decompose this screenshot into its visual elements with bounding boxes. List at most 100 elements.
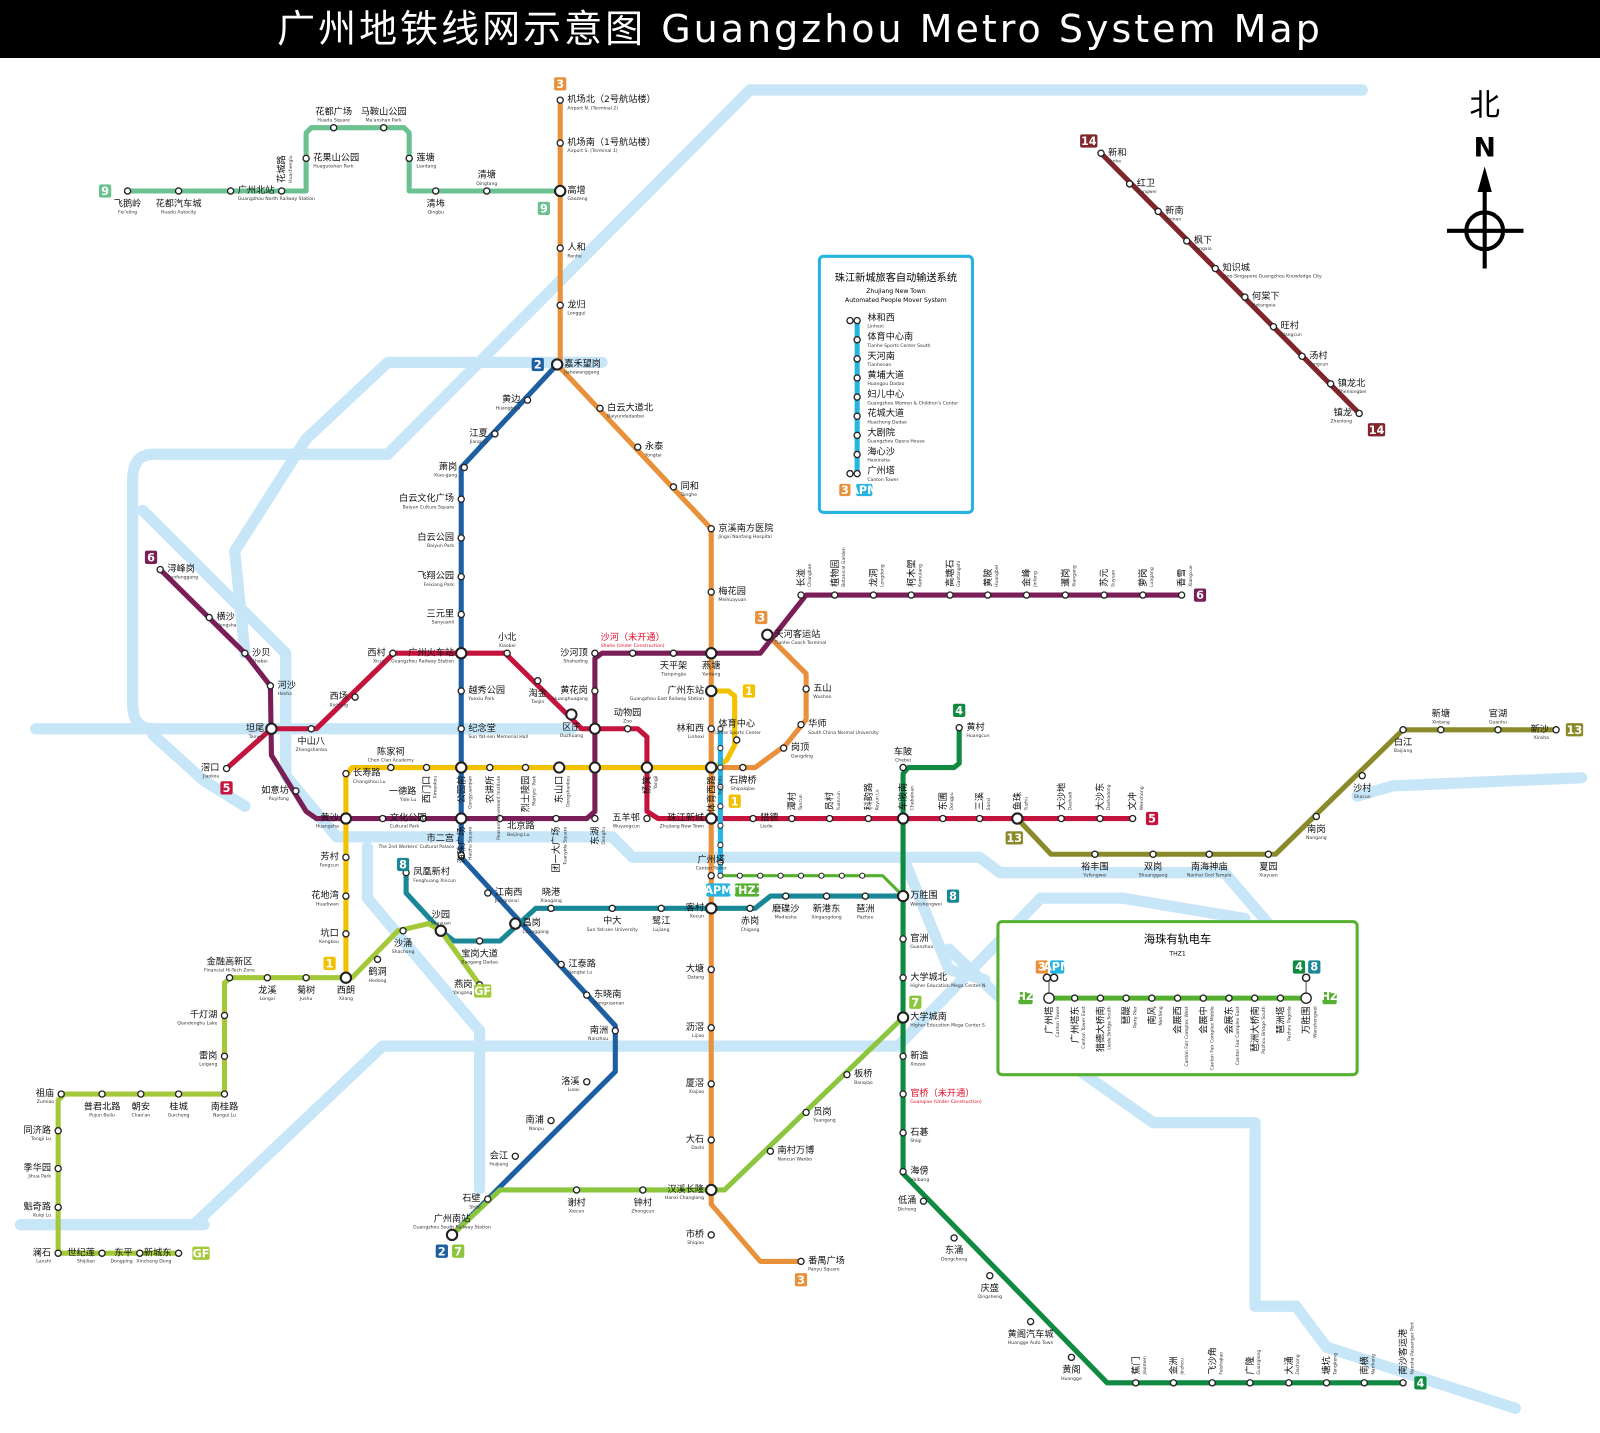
station-marker[interactable] — [342, 853, 350, 862]
station-marker[interactable] — [946, 591, 954, 599]
station-marker[interactable] — [1208, 1379, 1216, 1387]
station-marker[interactable] — [1022, 591, 1031, 599]
station-marker[interactable] — [491, 430, 499, 438]
station-marker[interactable] — [137, 1090, 145, 1098]
station-marker[interactable] — [405, 154, 413, 163]
station-marker[interactable] — [547, 904, 555, 913]
station-marker[interactable] — [707, 1024, 715, 1032]
station-marker[interactable] — [955, 724, 963, 732]
station-marker[interactable] — [843, 1070, 851, 1079]
station-marker[interactable] — [557, 960, 565, 969]
apm-station-marker[interactable] — [717, 842, 724, 849]
station-marker[interactable] — [1326, 380, 1335, 388]
station-marker[interactable] — [422, 763, 431, 772]
line-badge-5[interactable]: 5 — [220, 781, 233, 795]
tram-station-marker[interactable] — [797, 872, 805, 879]
station-marker[interactable] — [611, 1027, 620, 1035]
station-marker[interactable] — [733, 736, 741, 744]
station-marker[interactable] — [1091, 850, 1099, 858]
station-marker[interactable] — [797, 720, 805, 729]
station-marker[interactable] — [373, 955, 382, 964]
line-badge-14[interactable]: 14 — [1367, 423, 1386, 437]
station-marker[interactable] — [389, 649, 397, 657]
station-marker[interactable] — [54, 1127, 62, 1135]
station-marker[interactable] — [1011, 812, 1024, 825]
station-marker[interactable] — [457, 851, 465, 859]
station-marker[interactable] — [975, 814, 984, 823]
apm-station-marker[interactable] — [717, 783, 724, 790]
station-marker[interactable] — [496, 814, 504, 823]
station-marker[interactable] — [788, 814, 796, 823]
station-marker[interactable] — [1360, 1379, 1369, 1387]
station-marker[interactable] — [339, 971, 353, 984]
station-marker[interactable] — [797, 591, 805, 599]
line-badge-2[interactable]: 2 — [435, 1244, 448, 1259]
station-marker[interactable] — [419, 814, 428, 823]
apm-station-marker[interactable] — [717, 872, 724, 879]
station-marker[interactable] — [1552, 726, 1560, 734]
station-marker[interactable] — [1096, 814, 1104, 823]
station-marker[interactable] — [307, 725, 315, 733]
tram-station-marker[interactable] — [736, 872, 743, 879]
line-badge-1[interactable]: 1 — [728, 794, 741, 809]
station-marker[interactable] — [588, 722, 602, 735]
apm-station-marker[interactable] — [717, 725, 724, 732]
station-marker[interactable] — [640, 761, 654, 774]
station-marker[interactable] — [556, 301, 564, 309]
station-marker[interactable] — [707, 1080, 715, 1088]
tram-station-marker[interactable] — [838, 872, 845, 879]
station-marker[interactable] — [588, 761, 602, 774]
tram-station-marker[interactable] — [859, 872, 866, 879]
station-marker[interactable] — [1285, 1379, 1293, 1387]
line-badge-13[interactable]: 13 — [1565, 723, 1584, 737]
station-marker[interactable] — [1399, 726, 1407, 734]
station-marker[interactable] — [628, 649, 637, 657]
station-marker[interactable] — [266, 682, 275, 690]
station-marker[interactable] — [1026, 1317, 1035, 1326]
station-marker[interactable] — [156, 565, 164, 574]
station-marker[interactable] — [707, 965, 715, 974]
station-marker[interactable] — [707, 1136, 715, 1144]
station-marker[interactable] — [1399, 1379, 1407, 1387]
station-marker[interactable] — [739, 763, 747, 772]
apm-station-marker[interactable] — [717, 764, 724, 771]
station-marker[interactable] — [797, 1257, 805, 1266]
station-marker[interactable] — [1241, 293, 1249, 301]
station-marker[interactable] — [339, 812, 353, 825]
station-marker[interactable] — [225, 974, 234, 982]
station-marker[interactable] — [342, 892, 350, 900]
line-badge-gf[interactable]: GF — [473, 984, 492, 998]
station-marker[interactable] — [220, 1052, 229, 1061]
station-marker[interactable] — [457, 725, 465, 733]
station-marker[interactable] — [705, 761, 718, 774]
station-marker[interactable] — [1312, 812, 1321, 821]
station-marker[interactable] — [552, 814, 560, 823]
station-marker[interactable] — [521, 763, 530, 772]
station-marker[interactable] — [1298, 352, 1306, 361]
line-badge-2[interactable]: 2 — [531, 357, 544, 372]
station-marker[interactable] — [1177, 591, 1186, 599]
station-marker[interactable] — [899, 1167, 907, 1176]
station-marker[interactable] — [378, 814, 387, 823]
station-marker[interactable] — [484, 1195, 492, 1203]
station-marker[interactable] — [830, 591, 839, 599]
station-marker[interactable] — [457, 610, 465, 619]
station-marker[interactable] — [707, 1231, 715, 1239]
station-marker[interactable] — [705, 1183, 718, 1197]
station-marker[interactable] — [277, 187, 286, 195]
station-marker[interactable] — [1057, 814, 1065, 823]
station-marker[interactable] — [57, 1090, 65, 1098]
line-badge-13[interactable]: 13 — [1005, 831, 1023, 845]
station-marker[interactable] — [583, 1078, 591, 1086]
station-marker[interactable] — [431, 187, 440, 195]
station-marker[interactable] — [1139, 591, 1147, 599]
station-marker[interactable] — [1437, 726, 1445, 734]
station-marker[interactable] — [1061, 591, 1070, 599]
station-marker[interactable] — [986, 1271, 994, 1280]
station-marker[interactable] — [984, 591, 992, 599]
station-marker[interactable] — [486, 763, 494, 772]
station-marker[interactable] — [205, 613, 213, 622]
station-marker[interactable] — [1131, 1379, 1140, 1387]
station-marker[interactable] — [136, 1249, 144, 1257]
station-marker[interactable] — [222, 764, 231, 773]
